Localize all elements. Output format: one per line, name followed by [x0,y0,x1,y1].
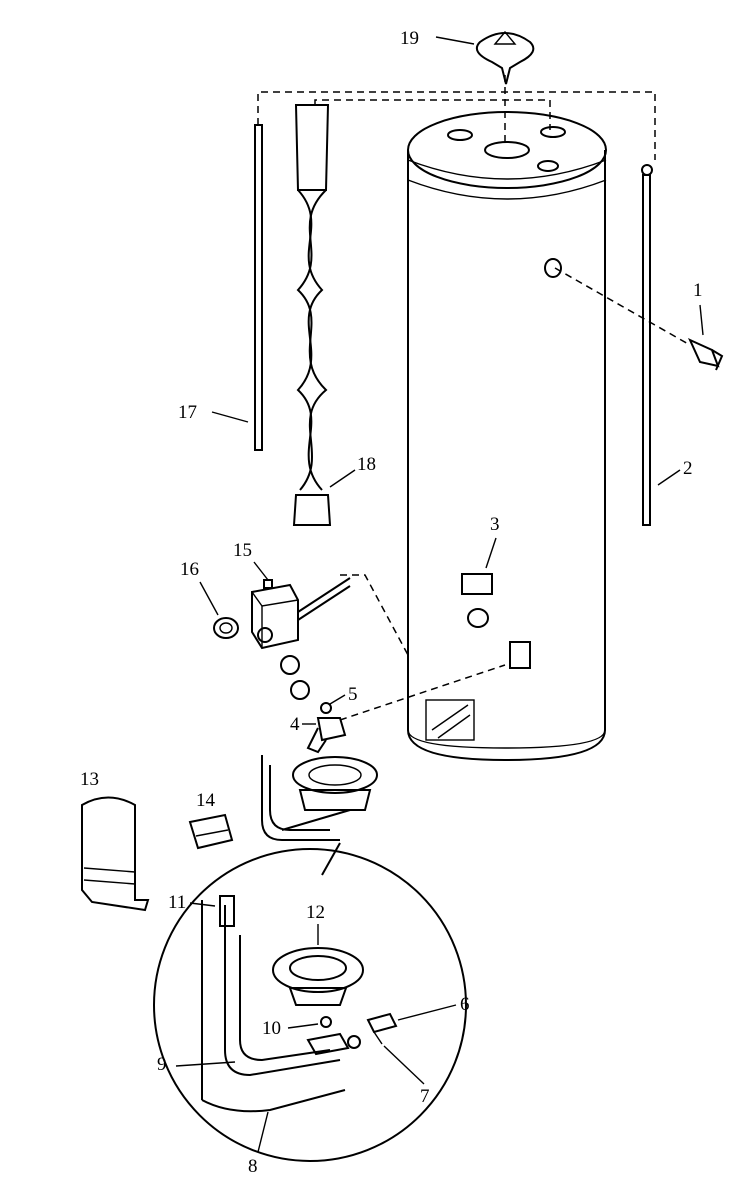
callout-10: 10 [262,1018,281,1039]
burner-assembly-icon [261,755,378,841]
leader-10 [287,1023,319,1029]
gas-control-icon [251,577,351,650]
leader-2 [657,469,681,486]
callout-13: 13 [80,769,99,790]
leader-7 [383,1045,425,1085]
callout-3: 3 [490,514,500,535]
detail-burner-icon [272,947,364,1006]
leader-15 [253,561,269,581]
connection-lines [257,75,691,721]
detail-circle [153,842,467,1162]
callout-4: 4 [290,714,300,735]
callout-2: 2 [683,458,693,479]
callout-9: 9 [157,1054,167,1075]
callout-19: 19 [400,28,419,49]
leader-17 [211,411,249,423]
callout-1: 1 [693,280,703,301]
callout-12: 12 [306,902,325,923]
flue-baffle-icon [292,104,332,526]
water-heater-tank [407,111,607,762]
leader-1 [699,304,704,336]
callout-18: 18 [357,454,376,475]
leader-18 [329,469,356,488]
leader-19 [435,36,475,45]
knob-icon [213,617,239,639]
callout-17: 17 [178,402,197,423]
leader-8 [257,1111,269,1153]
fittings-icon [280,655,347,754]
callout-11: 11 [168,892,186,913]
outer-door-icon [81,796,150,912]
callout-15: 15 [233,540,252,561]
inner-door-icon [188,813,234,850]
detail-orifice-icon [306,1016,361,1056]
callout-6: 6 [460,994,470,1015]
callout-5: 5 [348,684,358,705]
callout-8: 8 [248,1156,258,1177]
leader-11 [189,902,216,907]
leader-9 [175,1061,236,1067]
drain-valve-icon [687,337,724,371]
callout-14: 14 [196,790,216,811]
detail-tubes-icon [201,895,346,1113]
leader-5 [329,694,346,705]
leader-6 [397,1004,457,1021]
anode-rod-icon [641,164,653,526]
callout-16: 16 [180,559,199,580]
draft-hood-icon [476,30,535,85]
callouts: 19 1 17 18 2 3 15 16 5 4 13 14 11 12 6 1… [80,28,704,1177]
leader-16 [199,581,219,616]
detail-igniter-icon [366,1012,398,1045]
leader-3 [485,537,497,569]
dip-tube-icon [254,124,263,451]
callout-7: 7 [420,1086,430,1107]
